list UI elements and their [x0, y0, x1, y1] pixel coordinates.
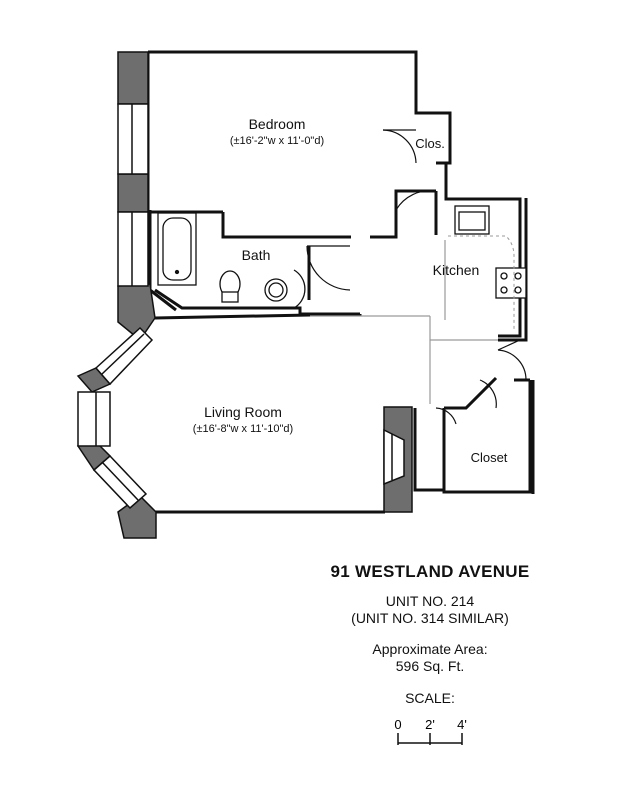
closet-walls: [413, 376, 535, 494]
kitchen-label: Kitchen: [433, 262, 480, 278]
unit-block: UNIT NO. 214 (UNIT NO. 314 SIMILAR): [300, 593, 560, 627]
fireplace: [383, 428, 405, 486]
bedroom-label: Bedroom: [249, 116, 306, 132]
living-room-walls: [154, 312, 412, 514]
scale-tick-0: 0: [394, 717, 401, 732]
living-room-dimensions: (±16'-8"w x 11'-10"d): [193, 423, 293, 435]
area-label: Approximate Area:: [372, 641, 488, 657]
scale-tick-4: 4': [457, 717, 467, 732]
area-value: 596 Sq. Ft.: [395, 658, 465, 674]
bathtub: [157, 212, 197, 286]
kitchen-counter: [448, 235, 515, 330]
kitchen-walls: [434, 163, 528, 342]
bedroom-window: [117, 103, 149, 287]
area-block: Approximate Area: 596 Sq. Ft.: [300, 641, 560, 675]
kitchen-stove: [495, 267, 527, 299]
scale-block: SCALE:: [300, 690, 560, 707]
scale-tick-2: 2': [425, 717, 435, 732]
bath-label: Bath: [242, 247, 271, 263]
door-swings: [306, 129, 527, 425]
toilet: [219, 270, 241, 303]
address-title: 91 WESTLAND AVENUE: [330, 562, 530, 581]
bath-sink: [264, 269, 306, 309]
scale-label: SCALE:: [405, 690, 455, 706]
kitchen-sink: [454, 205, 490, 235]
closet-small-label: Clos.: [415, 136, 445, 151]
living-room-label: Living Room: [204, 404, 282, 420]
unit-number: UNIT NO. 214: [385, 593, 475, 609]
bedroom-dimensions: (±16'-2"w x 11'-0"d): [230, 135, 324, 147]
bay-window: [77, 326, 154, 510]
unit-similar: (UNIT NO. 314 SIMILAR): [351, 610, 509, 626]
scale-bar: [397, 733, 463, 745]
closet-label: Closet: [471, 450, 508, 465]
thin-partitions: [310, 240, 498, 404]
